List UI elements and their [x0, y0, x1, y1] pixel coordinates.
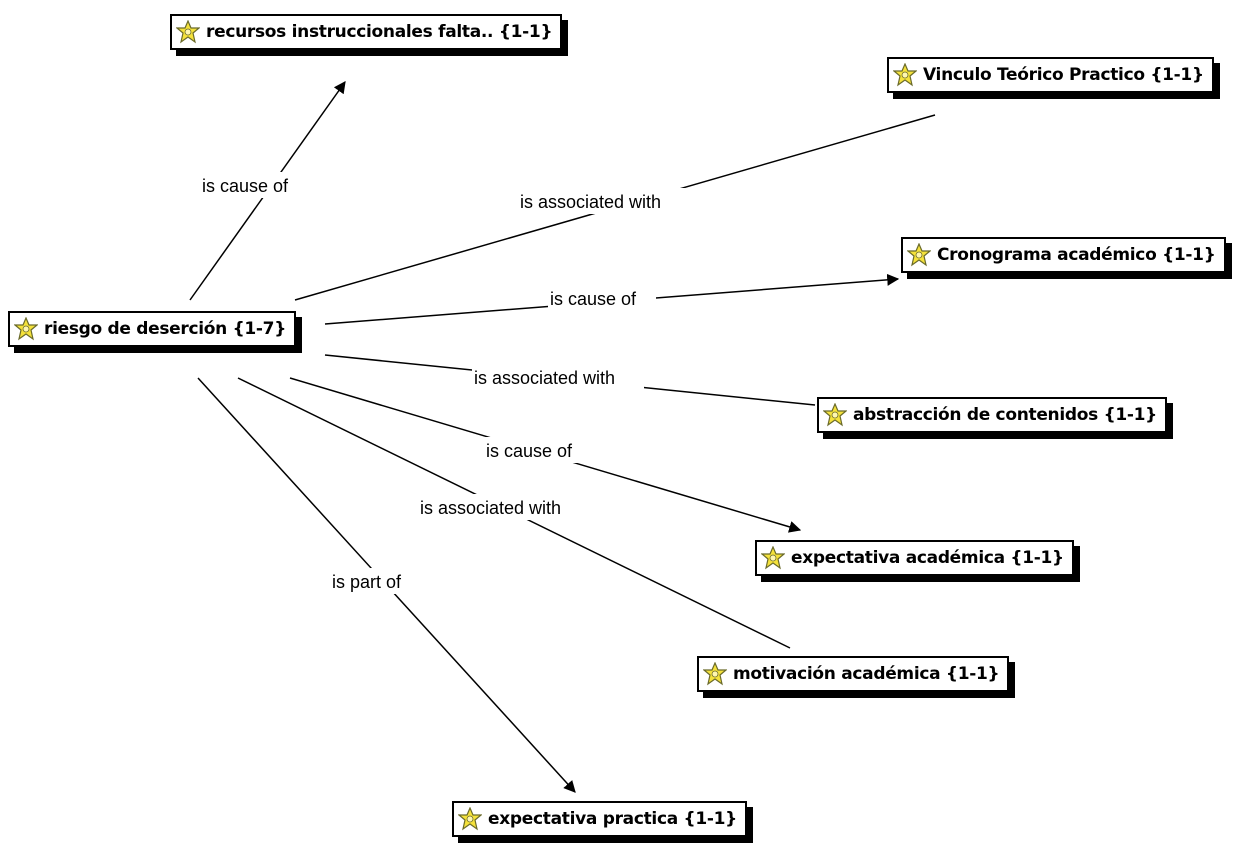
node-label: abstracción de contenidos {1-1} [853, 405, 1157, 425]
edge-riesgo-motivacion[interactable]: is associated with [237, 377, 791, 649]
edge-riesgo-recursos[interactable]: is cause of [189, 81, 346, 301]
node-label: motivación académica {1-1} [733, 664, 1000, 684]
code-family-icon [176, 20, 200, 44]
node-label: recursos instruccionales falta.. {1-1} [206, 22, 553, 42]
code-family-icon [893, 63, 917, 87]
node-label: Vinculo Teórico Practico {1-1} [923, 65, 1204, 85]
edge-riesgo-abstraccion[interactable]: is associated with [324, 354, 816, 406]
edge-riesgo-cronograma[interactable]: is cause of [324, 273, 900, 325]
code-family-icon [458, 807, 482, 831]
code-family-icon [823, 403, 847, 427]
edge-label-riesgo-abstraccion: is associated with [474, 368, 615, 388]
edge-label-riesgo-expectativa-academica: is cause of [486, 441, 573, 461]
node-abstraccion-de-contenidos[interactable]: abstracción de contenidos {1-1} [817, 397, 1167, 433]
code-family-icon [703, 662, 727, 686]
edge-label-riesgo-motivacion: is associated with [420, 498, 561, 518]
edge-riesgo-expectativa-academica[interactable]: is cause of [289, 377, 802, 533]
node-label: riesgo de deserción {1-7} [44, 319, 286, 339]
node-label: expectativa académica {1-1} [791, 548, 1064, 568]
node-vinculo-teorico-practico[interactable]: Vinculo Teórico Practico {1-1} [887, 57, 1214, 93]
code-family-icon [907, 243, 931, 267]
node-recursos-instruccionales[interactable]: recursos instruccionales falta.. {1-1} [170, 14, 563, 50]
node-expectativa-practica[interactable]: expectativa practica {1-1} [452, 801, 747, 837]
edge-label-riesgo-recursos: is cause of [202, 176, 289, 196]
edge-label-riesgo-expectativa-practica: is part of [332, 572, 402, 592]
node-expectativa-academica[interactable]: expectativa académica {1-1} [755, 540, 1074, 576]
node-motivacion-academica[interactable]: motivación académica {1-1} [697, 656, 1010, 692]
node-label: Cronograma académico {1-1} [937, 245, 1216, 265]
code-family-icon [761, 546, 785, 570]
edge-riesgo-expectativa-practica[interactable]: is part of [197, 377, 576, 793]
node-cronograma-academico[interactable]: Cronograma académico {1-1} [901, 237, 1226, 273]
node-riesgo-de-desercion[interactable]: riesgo de deserción {1-7} [8, 311, 296, 347]
node-label: expectativa practica {1-1} [488, 809, 737, 829]
edge-label-riesgo-vinculo: is associated with [520, 192, 661, 212]
edge-label-riesgo-cronograma: is cause of [550, 289, 637, 309]
edge-riesgo-vinculo[interactable]: is associated with [294, 114, 936, 301]
code-family-icon [14, 317, 38, 341]
